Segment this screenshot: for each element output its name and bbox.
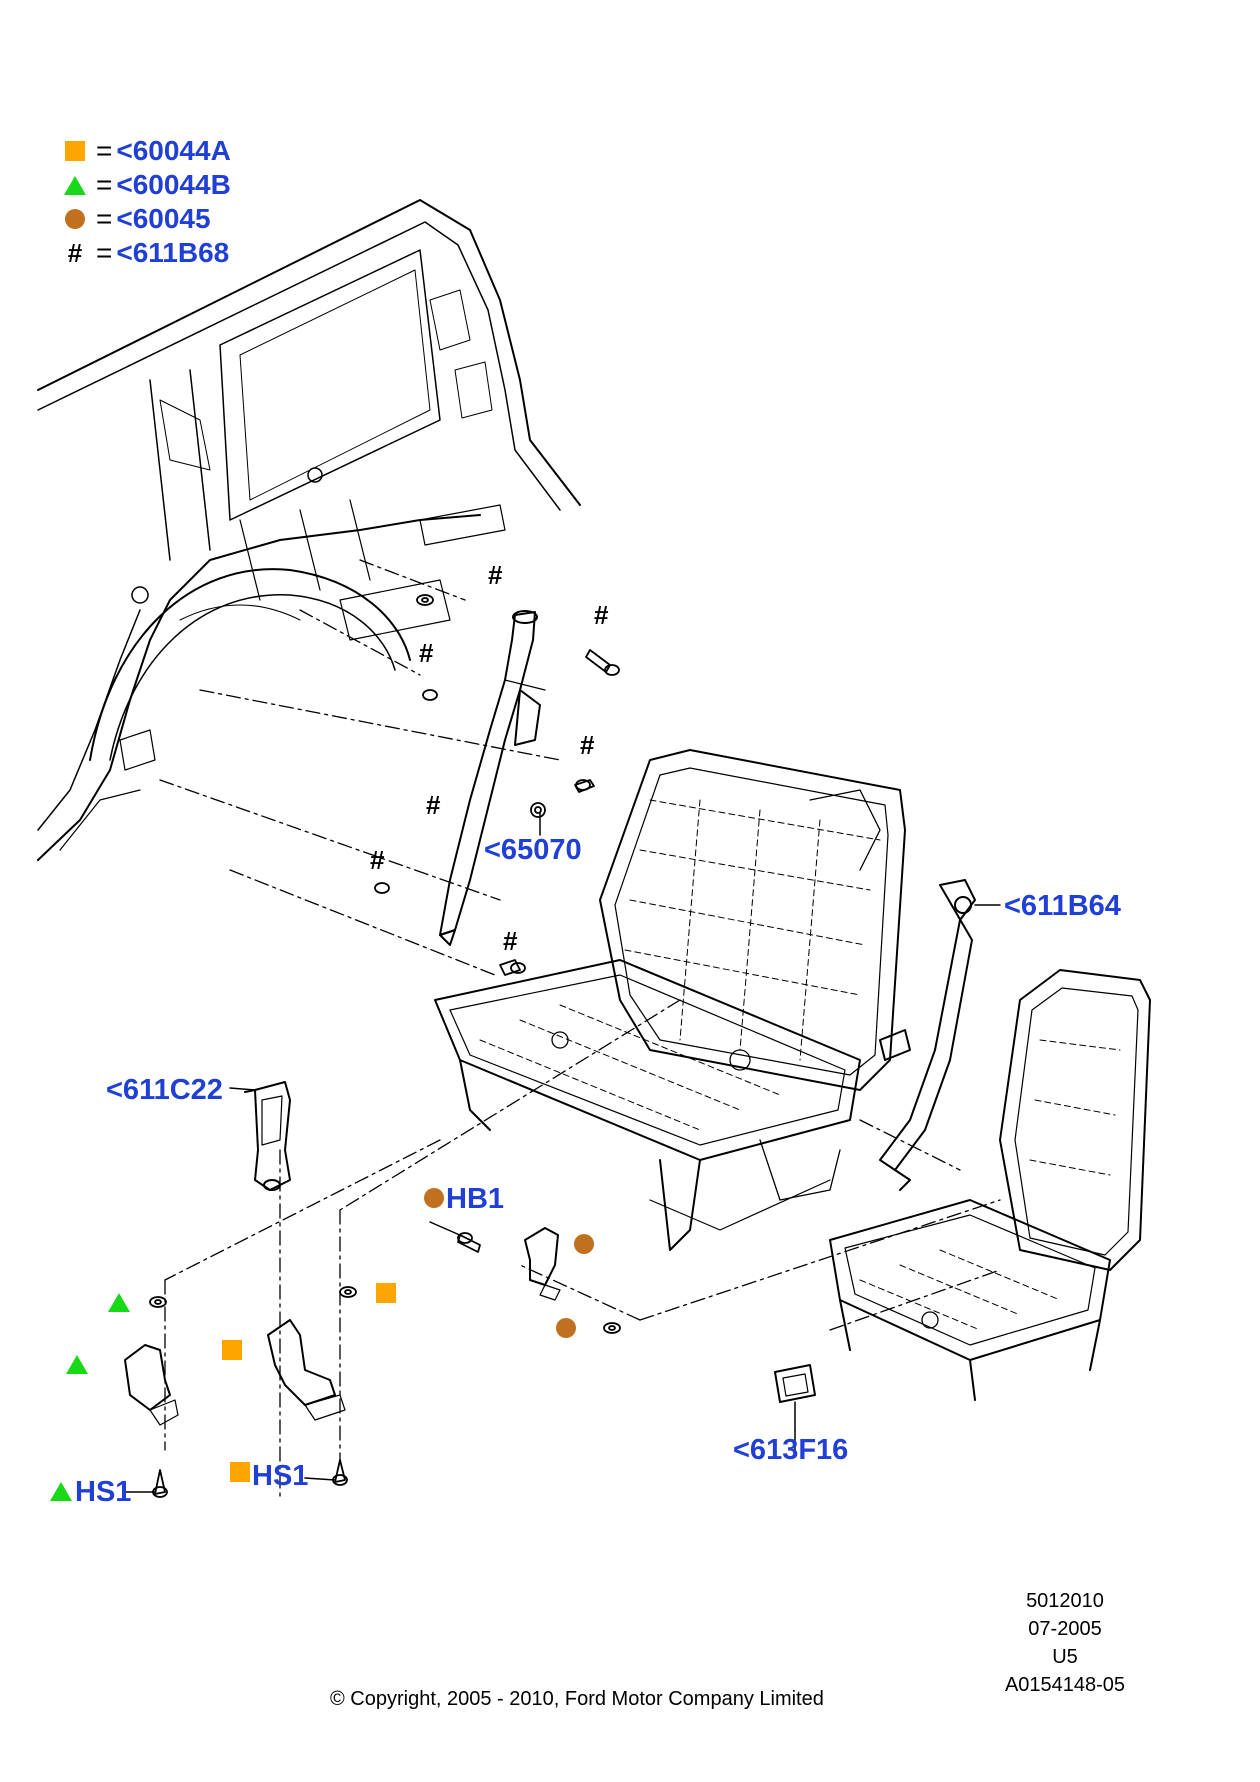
label-leaders: [124, 811, 1001, 1493]
fasteners-lower: [149, 1232, 621, 1498]
diagram-date: 07-2005: [1028, 1618, 1102, 1640]
body-side-panel: [37, 199, 581, 861]
leader-lines: [159, 559, 1001, 1501]
legend-code: <60045: [116, 203, 211, 234]
buckle-lower-center: [267, 1319, 346, 1421]
brown-circle-icon: [556, 1318, 576, 1338]
callout-hs1-square: HS1: [252, 1460, 309, 1492]
orange-square-icon: [376, 1283, 396, 1303]
hash-marker: #: [419, 638, 434, 668]
diagram-model-code: U5: [1052, 1646, 1078, 1668]
callout-65070: <65070: [484, 834, 582, 866]
rear-seat-frame: [434, 749, 906, 1251]
hash-marker: #: [503, 926, 518, 956]
brown-circle-icon: [424, 1188, 444, 1208]
hash-marker: #: [488, 560, 503, 590]
orange-square-icon: [62, 138, 88, 164]
single-seat-frame: [829, 969, 1151, 1401]
side-seat-belt: [879, 879, 976, 1191]
hash-marker: #: [580, 730, 595, 760]
legend-equals: =: [96, 169, 113, 200]
seat-belt-retractor: [439, 610, 546, 946]
legend-row-60045: = <60045: [62, 202, 211, 236]
callout-613F16: <613F16: [733, 1434, 849, 1466]
buckle-611C22: [244, 1081, 291, 1191]
hash-icon: #: [67, 237, 83, 268]
buckle-lower-left: [124, 1344, 179, 1426]
legend-equals: =: [96, 203, 113, 234]
buckle-hb1: [524, 1227, 561, 1301]
hash-marker: #: [426, 790, 441, 820]
legend-code: <611B68: [116, 237, 230, 268]
hash-marker: #: [594, 600, 609, 630]
clip-613F16: [774, 1364, 816, 1431]
legend-code: <60044A: [116, 135, 231, 166]
copyright-notice: © Copyright, 2005 - 2010, Ford Motor Com…: [330, 1688, 824, 1710]
green-triangle-icon: [66, 1355, 88, 1374]
callout-611C22: <611C22: [106, 1074, 223, 1106]
diagram-number: 5012010: [1026, 1590, 1104, 1612]
green-triangle-icon: [108, 1293, 130, 1312]
legend-equals: =: [96, 237, 113, 268]
legend-row-60044B: = <60044B: [62, 168, 231, 202]
green-triangle-icon: [50, 1482, 72, 1501]
callout-611B64: <611B64: [1004, 890, 1121, 922]
bolts-retractor: [374, 594, 620, 976]
brown-circle-icon: [62, 206, 88, 232]
callout-hb1: HB1: [446, 1183, 505, 1215]
brown-circle-icon: [574, 1234, 594, 1254]
legend-equals: =: [96, 135, 113, 166]
orange-square-icon: [222, 1340, 242, 1360]
hash-marker: #: [370, 845, 385, 875]
legend-row-611B68: # = <611B68: [62, 236, 229, 270]
legend-row-60044A: = <60044A: [62, 134, 231, 168]
orange-square-icon: [230, 1462, 250, 1482]
diagram-reference: A0154148-05: [1004, 1674, 1126, 1696]
callout-hs1-triangle: HS1: [75, 1476, 132, 1508]
legend-code: <60044B: [116, 169, 231, 200]
green-triangle-icon: [62, 172, 88, 198]
